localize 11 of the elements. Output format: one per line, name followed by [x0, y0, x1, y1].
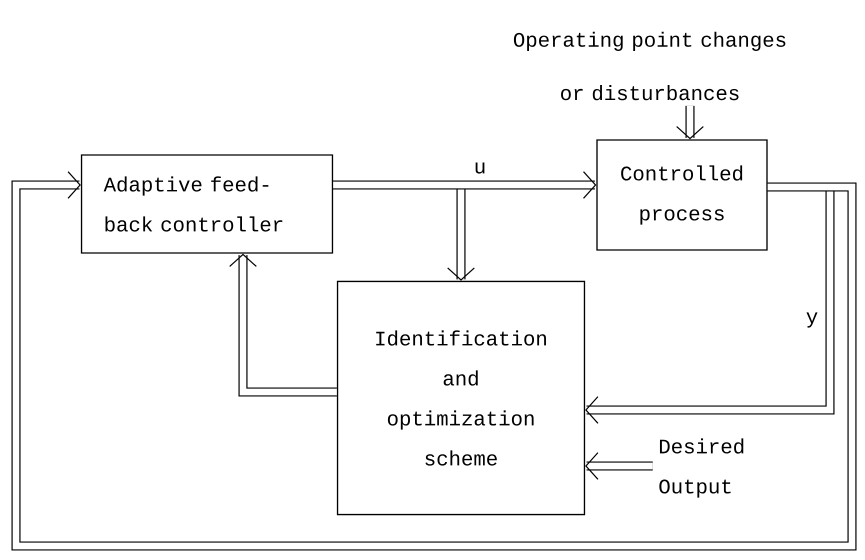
arrow [333, 171, 596, 199]
arrow [11, 171, 857, 551]
arrow [229, 254, 337, 397]
disturbance-label: Operating point changes or disturbances [514, 32, 786, 100]
input-label: Desired Output [659, 438, 744, 498]
process-box: Controlled process [596, 139, 768, 251]
process-box: Adaptive feed- back controller [80, 154, 334, 254]
edge-label: u [472, 161, 488, 175]
arrow [585, 452, 653, 480]
process-box: Identification and optimization scheme [336, 280, 586, 516]
edge-label: y [804, 311, 820, 329]
